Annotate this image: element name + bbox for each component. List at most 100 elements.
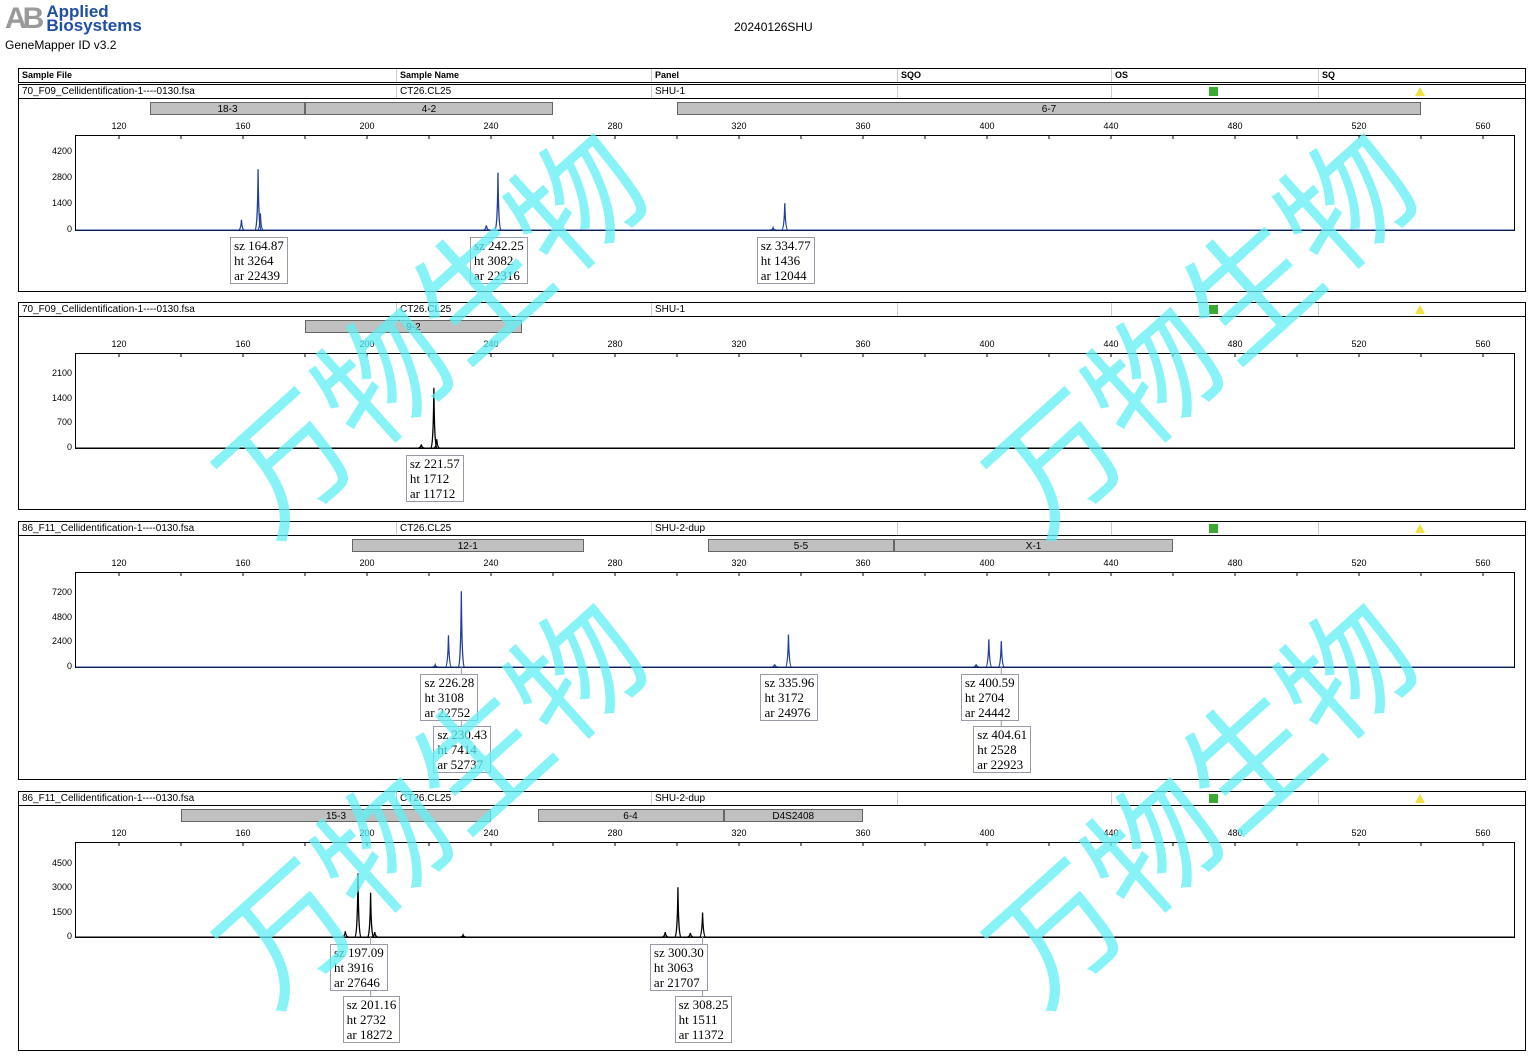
sample-file: 70_F09_Cellidentification-1----0130.fsa: [22, 86, 195, 97]
height-value: ht 3108: [424, 690, 464, 705]
size-value: sz 230.43: [437, 727, 488, 742]
area-value: ar 22752: [424, 705, 471, 720]
allele-bin: 18-3: [150, 102, 305, 115]
panel-frame: [18, 806, 1526, 1051]
x-tick-label: 480: [1227, 121, 1243, 131]
x-tick-label: 360: [855, 121, 871, 131]
cell: [897, 85, 901, 98]
size-value: sz 242.25: [473, 238, 524, 253]
x-tick-label: 200: [359, 558, 375, 568]
size-value: sz 400.59: [964, 675, 1015, 690]
x-tick-label: 240: [483, 121, 499, 131]
y-tick-label: 2100: [51, 368, 72, 379]
col-sqo: SQO: [897, 69, 921, 82]
panel: SHU-2-dup: [651, 522, 705, 535]
x-tick-label: 520: [1351, 339, 1367, 349]
height-value: ht 7414: [437, 742, 477, 757]
area-value: ar 22439: [234, 268, 280, 283]
size-value: sz 300.30: [653, 945, 704, 960]
cell: [897, 792, 901, 805]
x-tick-label: 120: [111, 121, 127, 131]
x-tick-label: 240: [483, 339, 499, 349]
height-value: ht 3172: [764, 690, 804, 705]
x-tick-label: 320: [731, 339, 747, 349]
x-tick-label: 360: [855, 339, 871, 349]
x-tick-label: 120: [111, 339, 127, 349]
allele-bin: X-1: [894, 539, 1173, 552]
x-tick-label: 320: [731, 121, 747, 131]
x-tick-label: 160: [235, 828, 251, 838]
panel-frame: [18, 99, 1526, 292]
height-value: ht 1511: [678, 1012, 718, 1027]
x-tick-label: 240: [483, 828, 499, 838]
os-status-square-icon: [1209, 305, 1218, 314]
x-tick-label: 360: [855, 558, 871, 568]
sample-file: 86_F11_Cellidentification-1----0130.fsa: [22, 523, 195, 534]
x-tick-label: 520: [1351, 121, 1367, 131]
cell: [1318, 303, 1322, 316]
size-value: sz 335.96: [764, 675, 815, 690]
y-tick-label: 2800: [51, 171, 72, 182]
x-tick-label: 440: [1103, 558, 1119, 568]
x-tick-label: 400: [979, 339, 995, 349]
logo-line2: Biosystems: [46, 16, 142, 35]
cell: [1111, 792, 1115, 805]
x-tick-label: 400: [979, 121, 995, 131]
col-panel: Panel: [651, 69, 679, 82]
x-tick-label: 120: [111, 828, 127, 838]
os-status-square-icon: [1209, 87, 1218, 96]
x-tick-label: 360: [855, 828, 871, 838]
plot-area: [75, 135, 1515, 231]
allele-bin: 9-2: [305, 320, 522, 333]
x-tick-label: 120: [111, 558, 127, 568]
sq-warning-triangle-icon: [1415, 305, 1425, 314]
x-tick-label: 280: [607, 339, 623, 349]
allele-bin: 12-1: [351, 539, 584, 552]
x-tick-label: 280: [607, 828, 623, 838]
size-value: sz 334.77: [760, 238, 811, 253]
allele-bin: 15-3: [181, 809, 491, 822]
allele-bin: 6-4: [537, 809, 724, 822]
x-tick-label: 440: [1103, 339, 1119, 349]
x-tick-label: 440: [1103, 121, 1119, 131]
area-value: ar 11372: [678, 1027, 724, 1042]
x-tick-label: 560: [1475, 121, 1491, 131]
panel: SHU-1: [651, 85, 685, 98]
allele-bin: 6-7: [677, 102, 1421, 115]
sample-name: CT26.CL25: [396, 522, 451, 535]
y-tick-label: 1500: [51, 906, 72, 917]
x-tick-label: 560: [1475, 339, 1491, 349]
sample-file: 70_F09_Cellidentification-1----0130.fsa: [22, 304, 195, 315]
x-tick-label: 480: [1227, 558, 1243, 568]
sq-warning-triangle-icon: [1415, 87, 1425, 96]
y-tick-label: 1400: [51, 392, 72, 403]
os-status-square-icon: [1209, 794, 1218, 803]
size-value: sz 404.61: [977, 727, 1028, 742]
height-value: ht 1436: [760, 253, 801, 268]
y-tick-label: 1400: [51, 197, 72, 208]
area-value: ar 52737: [437, 757, 484, 772]
size-value: sz 308.25: [678, 997, 729, 1012]
cell: [1111, 85, 1115, 98]
height-value: ht 3063: [653, 960, 694, 975]
col-sq: SQ: [1318, 69, 1335, 82]
y-tick-label: 700: [56, 417, 72, 428]
y-tick-label: 0: [66, 442, 72, 452]
sample-file: 86_F11_Cellidentification-1----0130.fsa: [22, 793, 195, 804]
